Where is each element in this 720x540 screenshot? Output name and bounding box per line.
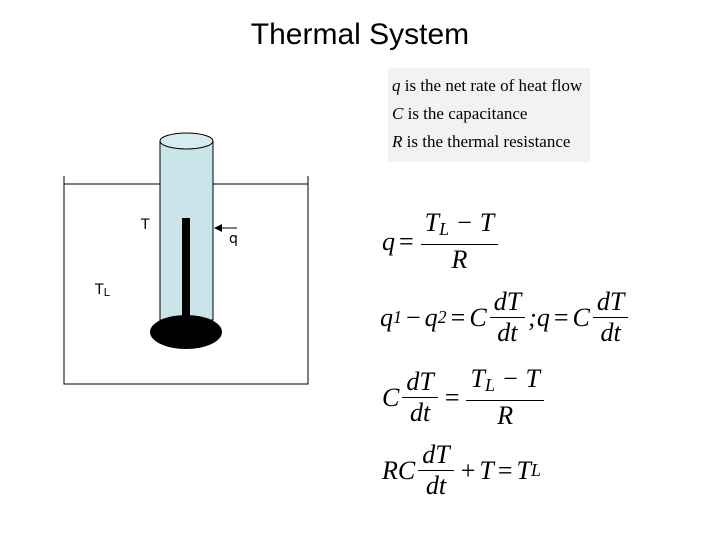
eq-symbol: q [380, 302, 393, 332]
fraction: TL − T R [420, 208, 499, 275]
eq-operator: − [406, 302, 421, 332]
denominator: R [497, 401, 514, 430]
eq-subscript: 2 [437, 307, 447, 327]
fraction: dT dt [418, 440, 454, 501]
numerator: dT [406, 367, 434, 396]
label-tl-main: T [94, 282, 104, 298]
fraction-bar [420, 244, 499, 245]
definition-r: R is the thermal resistance [392, 128, 582, 156]
equation-combined: C dT dt = TL − T R [382, 364, 547, 431]
eq-symbol: − T [494, 364, 540, 393]
eq-operator: = [444, 382, 460, 412]
fraction: TL − T R [466, 364, 544, 431]
definition-text: is the net rate of heat flow [400, 76, 583, 95]
numerator: TL − T [466, 364, 544, 400]
eq-subscript: L [530, 460, 541, 480]
definition-q: q is the net rate of heat flow [392, 72, 582, 100]
denominator: dt [600, 318, 621, 347]
denominator: dt [409, 398, 431, 427]
numerator: TL − T [421, 208, 499, 244]
fraction-bar [402, 397, 438, 398]
eq-operator: = [553, 302, 569, 332]
equation-heat-flow: q = TL − T R [382, 208, 501, 275]
eq-symbol: T [516, 455, 531, 485]
slide-title: Thermal System [250, 18, 470, 51]
fraction-bar [418, 470, 454, 471]
eq-symbol: q [424, 302, 438, 332]
eq-subscript: L [439, 219, 450, 239]
eq-operator: = [450, 302, 466, 332]
eq-symbol: T [424, 208, 440, 237]
fraction-bar [592, 317, 629, 318]
arrow-head-icon [214, 224, 222, 232]
denominator: dt [425, 471, 447, 500]
label-tl-sub: L [104, 286, 111, 299]
definition-symbol: q [392, 76, 401, 95]
definition-symbol: R [392, 132, 403, 151]
thermometer-top [159, 132, 214, 150]
fraction-bar [489, 317, 526, 318]
thermometer-bulb [150, 315, 222, 349]
fraction: dT dt [489, 287, 526, 348]
eq-operator: = [399, 226, 414, 256]
eq-symbol: q [382, 226, 395, 256]
eq-symbol: C [382, 382, 400, 412]
denominator: dt [497, 318, 518, 347]
label-t: T [140, 217, 150, 233]
eq-operator: + [460, 455, 476, 485]
eq-separator: ; [528, 302, 537, 332]
eq-operator: = [497, 455, 513, 485]
mercury-column [182, 218, 190, 318]
eq-symbol: RC [382, 455, 416, 485]
eq-symbol: C [469, 302, 487, 332]
definition-text: is the thermal resistance [402, 132, 571, 151]
label-tl: TL [94, 282, 111, 299]
eq-symbol: − T [449, 208, 495, 237]
eq-symbol: C [572, 302, 590, 332]
numerator: dT [596, 287, 625, 316]
definition-c: C is the capacitance [392, 100, 582, 128]
bath-container [63, 176, 309, 385]
eq-subscript: L [484, 375, 495, 395]
numerator: dT [422, 440, 450, 469]
numerator: dT [493, 287, 522, 316]
fraction: dT dt [592, 287, 629, 348]
definition-text: is the capacitance [403, 104, 528, 123]
eq-subscript: 1 [393, 307, 402, 327]
label-q: q [229, 231, 238, 247]
denominator: R [451, 245, 468, 274]
definitions-box: q is the net rate of heat flow C is the … [388, 68, 591, 162]
fraction-bar [466, 400, 544, 401]
eq-symbol: q [536, 302, 550, 332]
eq-symbol: T [479, 455, 494, 485]
fraction: dT dt [402, 367, 438, 428]
definition-symbol: C [392, 104, 404, 123]
eq-symbol: T [470, 364, 485, 393]
